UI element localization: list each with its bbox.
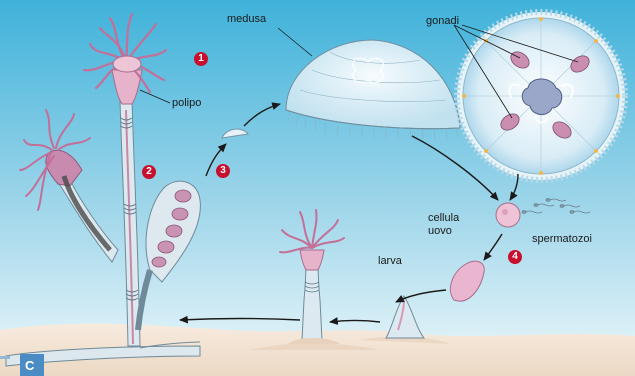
label-larva: larva xyxy=(378,255,402,267)
label-cellula: cellula xyxy=(428,212,459,224)
step-badge-1: 1 xyxy=(194,52,208,66)
step-badge-4: 4 xyxy=(508,250,522,264)
medusa-top-view xyxy=(457,12,625,180)
label-uovo: uovo xyxy=(428,225,452,237)
egg-cell xyxy=(496,203,520,227)
panel-letter: C xyxy=(25,358,34,373)
step-badge-2: 2 xyxy=(142,165,156,179)
label-polipo: polipo xyxy=(172,97,201,109)
panel-letter-badge: C xyxy=(0,340,44,376)
label-gonadi: gonadi xyxy=(426,15,459,27)
step-badge-3: 3 xyxy=(216,164,230,178)
label-spermatozoi: spermatozoi xyxy=(532,233,592,245)
label-medusa: medusa xyxy=(227,13,266,25)
